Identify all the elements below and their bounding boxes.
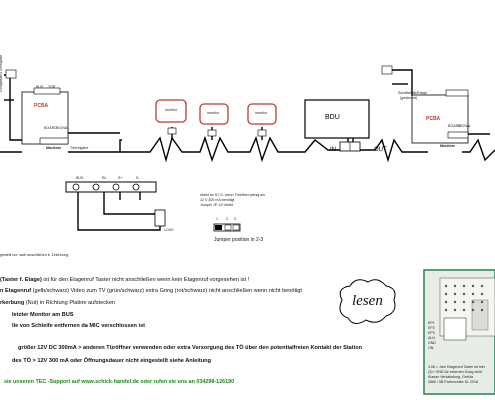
- right-board-signal-label: SIGNAL: [458, 124, 472, 128]
- lesen-speech-bubble: [339, 279, 396, 324]
- inset-pin-6: ON: [428, 346, 434, 350]
- left-board-monitore-label: Monitore: [46, 146, 62, 150]
- inset-component-dot: [453, 300, 457, 304]
- left-pcb-board: [5, 69, 69, 145]
- inset-component-dot: [444, 308, 448, 312]
- inset-component-dot: [462, 300, 466, 304]
- inset-component-dot: [462, 284, 466, 288]
- inset-component-dot: [480, 300, 484, 304]
- inset-component-dot: [453, 292, 457, 296]
- inset-caption-1: 3.06 > Jahr Etagenruf Taster ist hier: [428, 365, 485, 369]
- monitor-label-3: monitor: [255, 111, 267, 115]
- terminal-screw: [132, 183, 140, 191]
- right-board-board-label: BOARD: [448, 124, 461, 128]
- terminal-splus-label: S+: [118, 176, 123, 180]
- left-board-signal-label: SIGNAL: [56, 126, 70, 130]
- terminal-screw: [72, 183, 80, 191]
- bdu-in-label: IN: [330, 147, 336, 153]
- inset-component-dot: [462, 292, 466, 296]
- small-note: gestellt nur nach anschließen lt. Zeichn…: [0, 253, 69, 257]
- monitor-module-1: [155, 99, 187, 135]
- terminal-rl-label: RL: [102, 176, 107, 180]
- inset-pin-2: EP2: [428, 326, 435, 330]
- monitor-label-1: monitor: [165, 108, 177, 112]
- jumper-pin-2: 2: [226, 217, 228, 221]
- inset-component-dot: [444, 300, 448, 304]
- note-3: rkerbung (Nut) in Richtung Platine aufst…: [0, 300, 116, 306]
- lesen-text: lesen: [352, 293, 383, 309]
- jumper-note-1: direkt an S+ S- wenn Türöffner wenig als: [200, 193, 265, 197]
- jumper-note-3: Jumper JP-1/2 bleibt: [200, 203, 233, 207]
- right-pcb-board: [381, 65, 469, 144]
- inset-caption-3: Klauen Verkabelung, Geb/ta: [428, 375, 473, 379]
- bdu-unit: [304, 99, 370, 152]
- inset-board-photo: [423, 269, 495, 395]
- inset-component-dot: [462, 308, 466, 312]
- inset-component-dot: [471, 292, 475, 296]
- note-1: (Taster f. Etage) ist für den Etagenruf …: [0, 277, 250, 283]
- note-4: letzter Monitor am BUS: [12, 312, 74, 318]
- note-5: lle von Schleife entfernen da MIC versch…: [12, 323, 146, 329]
- inset-caption-2: (3)+ GND für externen Gong nicht: [428, 370, 483, 374]
- inset-component-dot: [471, 308, 475, 312]
- inset-pin-1: EP1: [428, 321, 435, 325]
- note-2: n Etagenruf (gelb/schwarz) Video zum TV …: [0, 288, 302, 294]
- right-board-side-label: Schaltstelle/Etage: [398, 91, 427, 95]
- left-board-bus-label: BUS: [36, 85, 44, 89]
- bdu-out-label: OUT: [374, 147, 387, 153]
- bdu-label: BDU: [325, 114, 340, 121]
- inset-component-dot: [453, 308, 457, 312]
- monitor-module-2: [199, 103, 229, 137]
- left-board-tor-label: TOR: [48, 85, 56, 89]
- inset-component-dot: [480, 284, 484, 288]
- terminal-screw: [92, 183, 100, 191]
- jumper-pin-3: 3: [234, 217, 236, 221]
- inset-pin-3: EP3: [428, 331, 435, 335]
- right-board-title: PCBA: [426, 116, 441, 122]
- left-board-side-label: Gongtaster/Türfreigabe: [0, 54, 3, 92]
- right-board-monitore-label: Monitore: [440, 144, 456, 148]
- inset-component-dot: [471, 300, 475, 304]
- inset-component-dot: [480, 292, 484, 296]
- terminal-bus-label: BUS: [76, 176, 84, 180]
- inset-component-dot: [444, 292, 448, 296]
- inset-component-dot: [480, 308, 484, 312]
- monitor-modules: [155, 99, 277, 137]
- left-board-title: PCBA: [34, 103, 49, 109]
- right-board-side-label-2: (gesteuert): [400, 96, 418, 100]
- terminal-block: [65, 181, 166, 227]
- jumper-position-text: Jumper position in 2-3: [214, 237, 264, 243]
- lock-label: LOCK: [164, 228, 174, 232]
- inset-caption-4: 3580 / 5B Farbmonitor KL 2018: [428, 380, 479, 384]
- inset-component-dot: [444, 284, 448, 288]
- inset-component-dot: [471, 284, 475, 288]
- terminal-screw: [112, 183, 120, 191]
- left-board-tuerfreigabe-label: Türfreigabe: [70, 146, 89, 150]
- monitor-module-3: [247, 103, 277, 137]
- jumper-block: [213, 223, 241, 232]
- jumper-note-2: 12 V 300 mA benötigt: [200, 198, 235, 202]
- monitor-label-2: monitor: [207, 111, 219, 115]
- inset-pin-5: GND: [428, 341, 436, 345]
- terminal-sminus-label: S-: [136, 176, 140, 180]
- left-board-board-label: BOARD: [44, 126, 57, 130]
- inset-component-dot: [453, 284, 457, 288]
- note-6: größer 12V DC 300mA > anderen Türöffner …: [18, 345, 363, 351]
- footer-support-text: sie unseren TEC -Support auf www.schick-…: [4, 379, 235, 385]
- jumper-pin-1: 1: [216, 217, 218, 221]
- inset-pin-4: ALN: [428, 336, 435, 340]
- note-7: des TÖ > 12V 300 mA oder Öffnungsdauer n…: [12, 358, 211, 364]
